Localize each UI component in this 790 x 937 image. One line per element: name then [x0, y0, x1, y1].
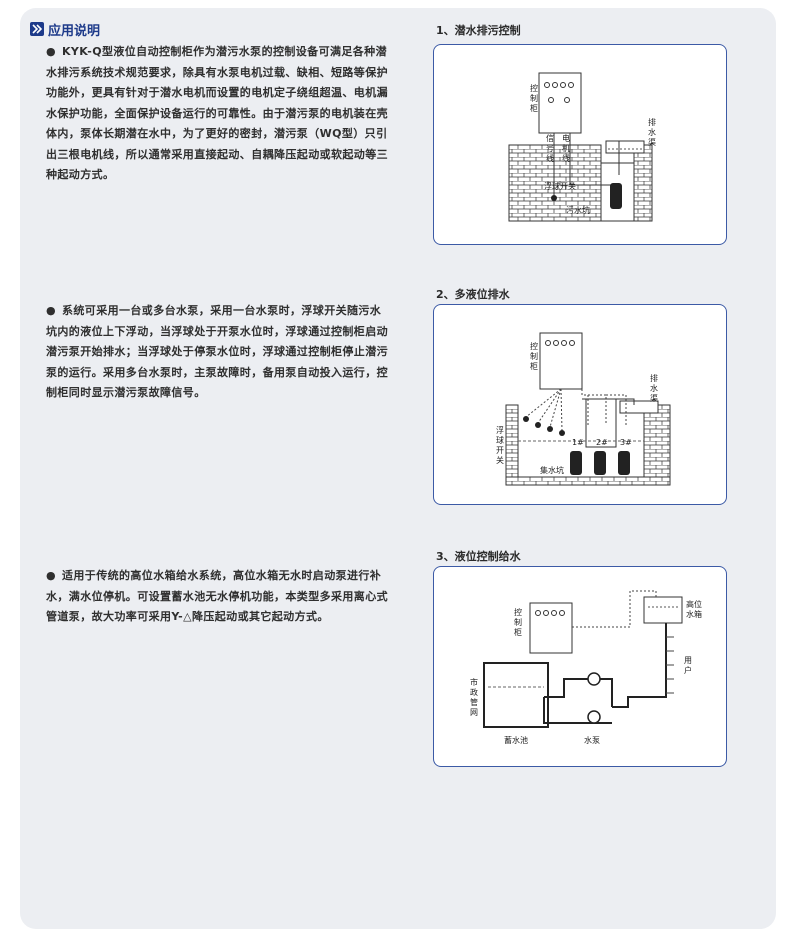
svg-text:球: 球 — [496, 435, 504, 445]
pump-3 — [618, 451, 630, 475]
svg-text:控: 控 — [530, 341, 538, 351]
svg-text:2#: 2# — [596, 438, 608, 447]
paragraph-1-text: KYK-Q型液位自动控制柜作为潜污水泵的控制设备可满足各种潜水排污系统技术规范要… — [46, 45, 388, 181]
svg-text:政: 政 — [470, 687, 478, 697]
chevron-right-icon — [30, 22, 44, 36]
svg-text:制: 制 — [530, 351, 538, 361]
control-cabinet-2 — [539, 332, 583, 390]
svg-text:制: 制 — [530, 93, 538, 103]
svg-text:市: 市 — [470, 677, 478, 687]
svg-text:制: 制 — [514, 617, 522, 627]
svg-text:网: 网 — [470, 708, 478, 717]
paragraph-3: ●适用于传统的高位水箱给水系统，高位水箱无水时启动泵进行补水，满水位停机。可设置… — [46, 566, 390, 628]
svg-text:用: 用 — [684, 656, 692, 665]
svg-text:关: 关 — [496, 455, 504, 465]
svg-text:柜: 柜 — [530, 103, 538, 113]
water-pump-1 — [587, 672, 601, 686]
svg-text:柜: 柜 — [514, 627, 522, 637]
svg-text:水: 水 — [650, 383, 658, 393]
float-switch — [551, 195, 557, 201]
svg-text:排: 排 — [650, 373, 658, 383]
svg-text:浮球开关: 浮球开关 — [544, 181, 576, 191]
control-cabinet-3 — [529, 602, 573, 654]
svg-text:线: 线 — [562, 153, 570, 163]
section-title: 应用说明 — [48, 23, 101, 39]
figure-1: 控制柜 信号线 电机线 排水渠 浮球开关 污水坑 — [433, 44, 727, 245]
bullet-2: ● — [46, 304, 56, 317]
svg-text:3#: 3# — [620, 438, 632, 447]
figure-3-caption: 3、液位控制给水 — [436, 550, 521, 563]
paragraph-3-text: 适用于传统的高位水箱给水系统，高位水箱无水时启动泵进行补水，满水位停机。可设置蓄… — [46, 569, 388, 623]
svg-text:控: 控 — [514, 607, 522, 617]
svg-text:线: 线 — [546, 153, 554, 163]
svg-text:开: 开 — [496, 446, 504, 455]
svg-text:1#: 1# — [572, 438, 584, 447]
svg-text:号: 号 — [546, 144, 554, 153]
svg-text:污水坑: 污水坑 — [566, 205, 590, 215]
paragraph-1: ●KYK-Q型液位自动控制柜作为潜污水泵的控制设备可满足各种潜水排污系统技术规范… — [46, 42, 390, 186]
svg-text:电: 电 — [562, 133, 570, 143]
control-cabinet — [538, 72, 582, 134]
svg-text:控: 控 — [530, 83, 538, 93]
submersible-pump — [610, 183, 622, 209]
water-pump-2 — [587, 710, 601, 724]
figure-1-caption: 1、潜水排污控制 — [436, 24, 521, 37]
svg-text:排: 排 — [648, 117, 656, 127]
paragraph-2-text: 系统可采用一台或多台水泵，采用一台水泵时，浮球开关随污水坑内的液位上下浮动，当浮… — [46, 304, 388, 399]
svg-text:渠: 渠 — [648, 137, 656, 147]
elevated-tank — [643, 596, 683, 624]
figure-3: 控制柜 高位水箱 用户 市政管网 蓄水池 水泵 — [433, 566, 727, 767]
paragraph-2: ●系统可采用一台或多台水泵，采用一台水泵时，浮球开关随污水坑内的液位上下浮动，当… — [46, 301, 390, 404]
svg-text:水: 水 — [648, 127, 656, 137]
pump-1 — [570, 451, 582, 475]
svg-text:机: 机 — [562, 143, 570, 153]
svg-text:渠: 渠 — [650, 393, 658, 403]
figure-2-caption: 2、多液位排水 — [436, 288, 510, 301]
svg-text:浮: 浮 — [496, 425, 504, 435]
svg-text:高位: 高位 — [686, 599, 702, 609]
bullet-1: ● — [46, 45, 56, 58]
svg-text:户: 户 — [684, 665, 692, 675]
multi-level-drain-diagram: 控制柜 排水渠 浮球开关 1# 2# 3# 集水坑 — [496, 332, 671, 486]
svg-text:水箱: 水箱 — [686, 609, 702, 619]
figure-2: 控制柜 排水渠 浮球开关 1# 2# 3# 集水坑 — [433, 304, 727, 505]
drain-channel — [605, 140, 645, 154]
svg-text:管: 管 — [470, 697, 478, 707]
svg-text:集水坑: 集水坑 — [540, 465, 564, 475]
reservoir — [483, 662, 549, 728]
pump-2 — [594, 451, 606, 475]
bullet-3: ● — [46, 569, 56, 582]
svg-text:信: 信 — [546, 133, 554, 143]
section-header: 应用说明 — [30, 20, 101, 39]
svg-text:水泵: 水泵 — [584, 735, 600, 745]
svg-text:柜: 柜 — [530, 361, 538, 371]
sewage-pump-diagram: 控制柜 信号线 电机线 排水渠 浮球开关 污水坑 — [508, 72, 656, 222]
svg-text:蓄水池: 蓄水池 — [504, 735, 528, 745]
